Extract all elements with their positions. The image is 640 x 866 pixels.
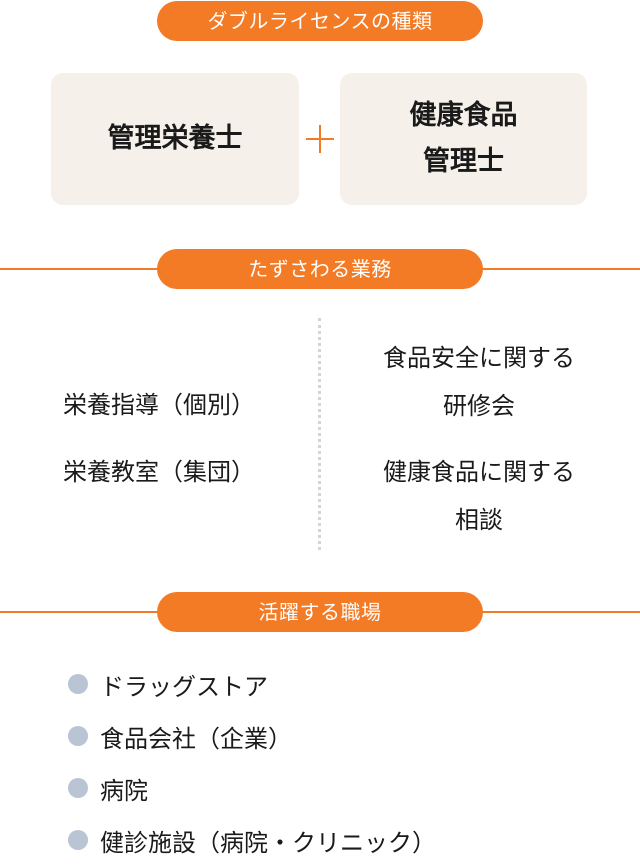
bullet-icon	[68, 674, 88, 694]
license-card-health-food-line2: 管理士	[423, 146, 504, 177]
plus-icon	[306, 125, 334, 153]
workplace-item-label: 健診施設（病院・クリニック）	[100, 828, 436, 857]
duty-item-line1: 食品安全に関する	[383, 344, 575, 372]
duties-heading: たずさわる業務	[157, 249, 483, 289]
workplace-item: 食品会社（企業）	[68, 710, 436, 762]
workplace-item-label: ドラッグストア	[100, 672, 268, 701]
license-card-dietitian: 管理栄養士	[51, 73, 299, 205]
workplace-item: ドラッグストア	[68, 658, 436, 710]
license-card-health-food-label: 健康食品 管理士	[410, 93, 518, 185]
workplace-item-label: 病院	[100, 776, 148, 805]
workplace-item: 病院	[68, 762, 436, 814]
license-card-health-food: 健康食品 管理士	[340, 73, 587, 205]
duties-column-divider	[318, 318, 321, 550]
license-card-dietitian-label: 管理栄養士	[107, 123, 243, 154]
workplace-item-label: 食品会社（企業）	[100, 724, 292, 753]
bullet-icon	[68, 726, 88, 746]
duty-item-line1: 健康食品に関する	[383, 458, 575, 486]
duty-item: 食品安全に関する 研修会	[318, 334, 640, 430]
duty-item-line2: 研修会	[443, 392, 515, 420]
duty-item: 健康食品に関する 相談	[318, 448, 640, 544]
workplace-list: ドラッグストア 食品会社（企業） 病院 健診施設（病院・クリニック）	[68, 658, 436, 866]
duty-item: 栄養教室（集団）	[63, 458, 255, 486]
license-card-health-food-line1: 健康食品	[409, 100, 518, 131]
bullet-icon	[68, 778, 88, 798]
duty-item-line2: 相談	[455, 506, 503, 534]
license-heading: ダブルライセンスの種類	[157, 1, 483, 41]
bullet-icon	[68, 830, 88, 850]
duty-item: 栄養指導（個別）	[63, 391, 255, 419]
workplace-item: 健診施設（病院・クリニック）	[68, 814, 436, 866]
workplaces-heading: 活躍する職場	[157, 592, 483, 632]
